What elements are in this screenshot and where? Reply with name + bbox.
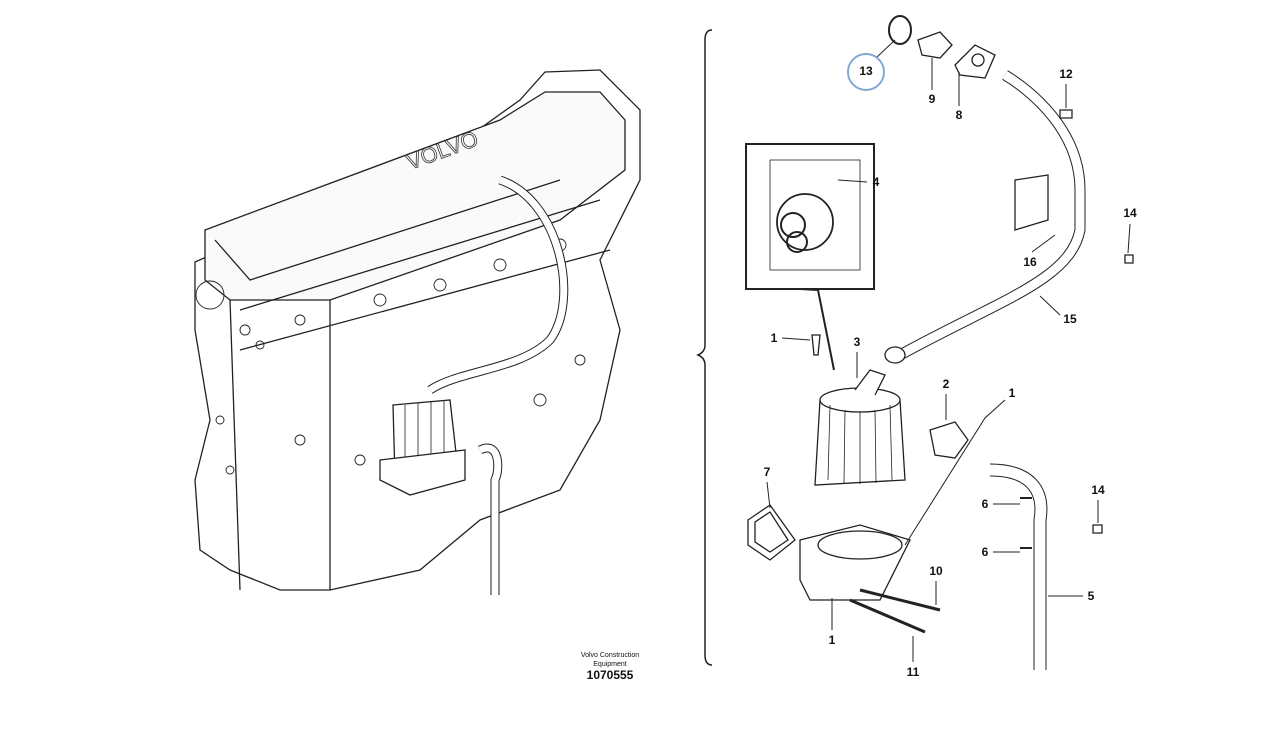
callout-9[interactable]: 9 xyxy=(928,92,936,106)
document-number: 1070555 xyxy=(586,668,634,682)
callout-12[interactable]: 12 xyxy=(1059,67,1073,81)
callout-7[interactable]: 7 xyxy=(763,465,771,479)
callout-6[interactable]: 6 xyxy=(981,545,989,559)
callout-10[interactable]: 10 xyxy=(929,564,943,578)
callout-11[interactable]: 11 xyxy=(906,665,920,679)
group-bracket xyxy=(696,29,713,666)
callout-3[interactable]: 3 xyxy=(853,335,861,349)
callout-15[interactable]: 15 xyxy=(1063,312,1077,326)
credit-line-2: Equipment xyxy=(593,661,627,668)
callout-4[interactable]: 4 xyxy=(872,175,880,189)
callout-2[interactable]: 2 xyxy=(942,377,950,391)
exploded-parts xyxy=(745,15,1134,670)
callout-5[interactable]: 5 xyxy=(1087,589,1095,603)
highlight-ring xyxy=(847,53,885,91)
callout-1[interactable]: 1 xyxy=(1008,386,1016,400)
credit-text: Volvo Construction Equipment xyxy=(581,651,639,669)
engine-illustration: VOLVO xyxy=(194,69,641,595)
callout-13[interactable]: 13 xyxy=(859,64,873,78)
credit-line-1: Volvo Construction xyxy=(580,652,640,659)
callout-6[interactable]: 6 xyxy=(981,497,989,511)
callout-8[interactable]: 8 xyxy=(955,108,963,122)
callout-16[interactable]: 16 xyxy=(1023,255,1037,269)
callout-1[interactable]: 1 xyxy=(828,633,836,647)
leader-lines xyxy=(766,39,1131,662)
callout-14[interactable]: 14 xyxy=(1123,206,1137,220)
callout-14[interactable]: 14 xyxy=(1091,483,1105,497)
callout-1[interactable]: 1 xyxy=(770,331,778,345)
